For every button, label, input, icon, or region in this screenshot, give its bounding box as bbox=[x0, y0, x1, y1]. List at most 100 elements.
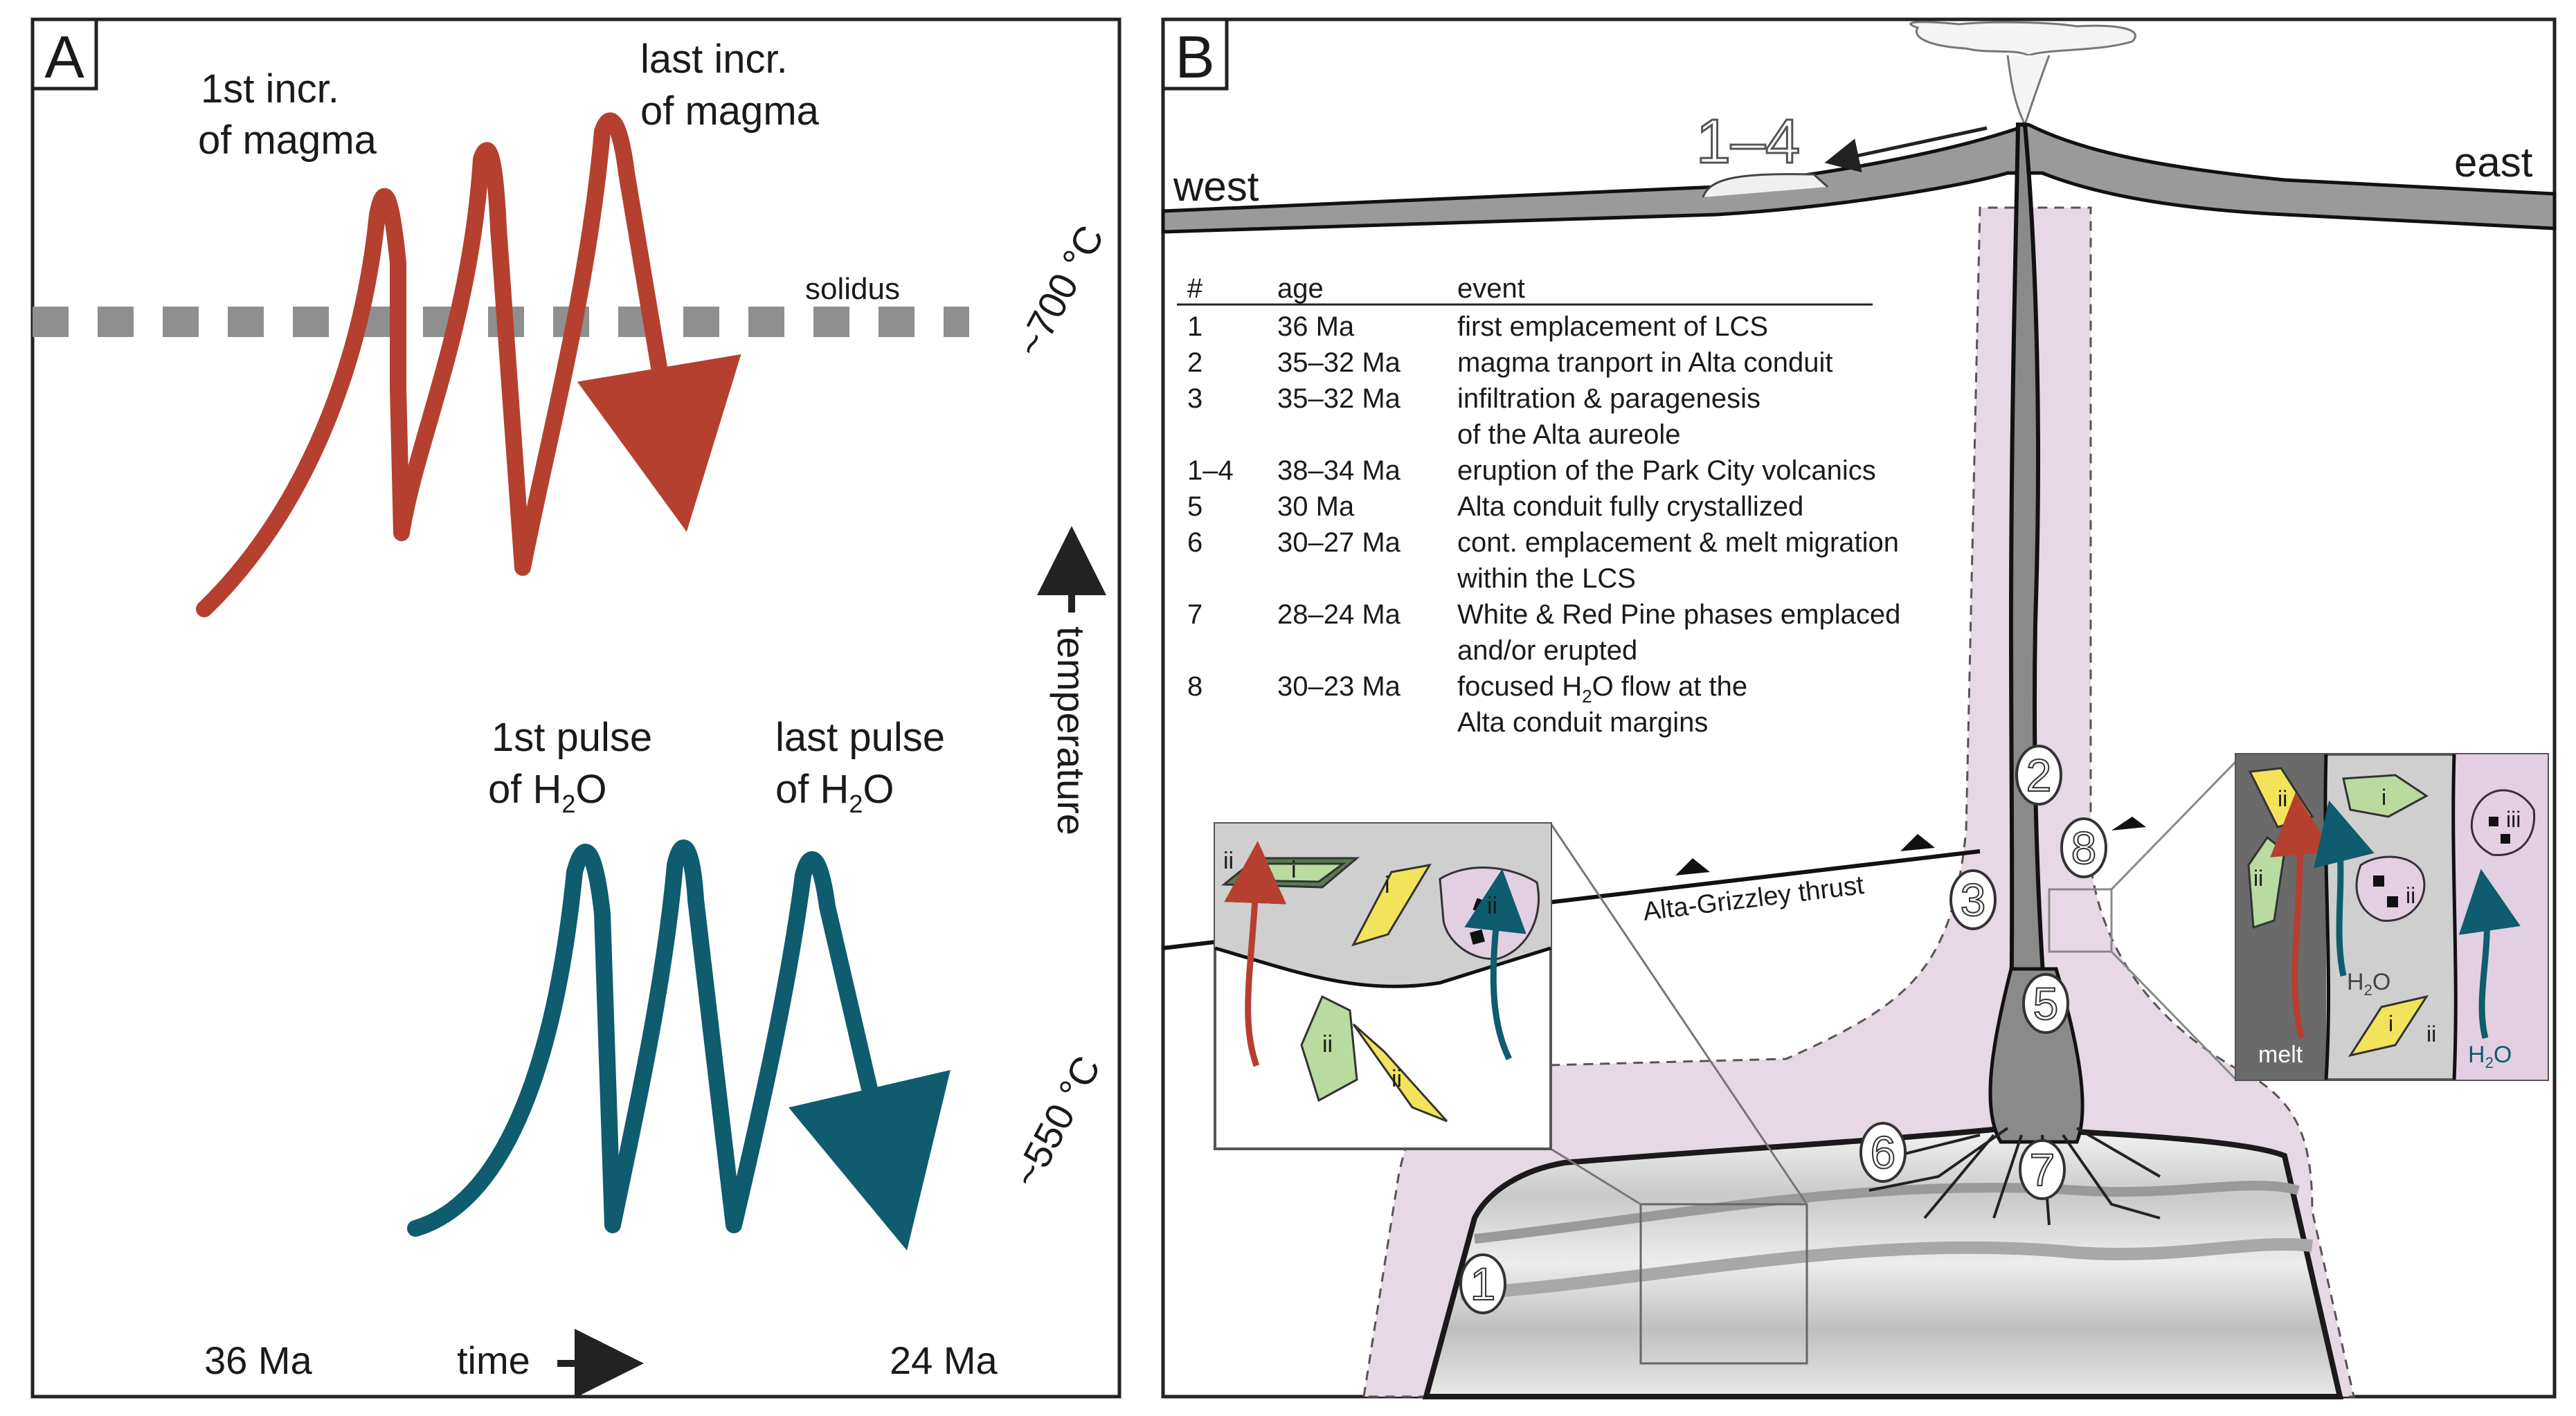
panel-b-letter-box bbox=[1161, 17, 1229, 91]
h2o-first-label-2: of H2O bbox=[488, 767, 607, 818]
table-row: 1 36 Ma first emplacement of LCS bbox=[1187, 311, 1768, 342]
table-row: 2 35–32 Ma magma tranport in Alta condui… bbox=[1187, 347, 1833, 378]
mineral-ii-green-low bbox=[1300, 995, 1358, 1102]
table-header-event: event bbox=[1457, 273, 1525, 304]
inset-right-label-i-a: i bbox=[2381, 785, 2386, 810]
marker-5: 5 bbox=[2022, 973, 2069, 1034]
svg-text:30 Ma: 30 Ma bbox=[1277, 491, 1355, 522]
svg-text:2: 2 bbox=[1187, 347, 1203, 378]
inset-thrust-detail: ii i i ii ii ii bbox=[1214, 822, 1552, 1150]
opaque-grain-r2 bbox=[2387, 896, 2398, 907]
inset-right-label-ii-b: ii bbox=[2253, 866, 2263, 891]
inset-left-label-ii-a: ii bbox=[1223, 848, 1234, 874]
panel-a-letter-box bbox=[30, 17, 98, 91]
table-row: 1–4 38–34 Ma eruption of the Park City v… bbox=[1187, 455, 1876, 486]
svg-text:8: 8 bbox=[2071, 822, 2097, 873]
west-label: west bbox=[1173, 163, 1259, 210]
opaque-grain-r1 bbox=[2373, 875, 2384, 887]
magma-first-label: 1st incr. of magma bbox=[198, 66, 377, 163]
inset-left-label-i-a: i bbox=[1291, 857, 1297, 883]
water-arrow-right bbox=[2458, 869, 2521, 1040]
svg-text:7: 7 bbox=[2030, 1144, 2055, 1195]
melt-arrow-right bbox=[2270, 792, 2332, 1040]
zoom-box-lcs bbox=[1639, 1203, 1808, 1365]
svg-text:1–4: 1–4 bbox=[1187, 455, 1234, 486]
melt-arrow-left bbox=[1224, 841, 1287, 1067]
panel-a-letter: A bbox=[44, 24, 84, 91]
eruption-marker: 1–4 bbox=[1696, 107, 1800, 176]
table-row: 6 30–27 Ma cont. emplacement & melt migr… bbox=[1187, 527, 1899, 594]
inset-right-label-ii-c: ii bbox=[2406, 883, 2415, 908]
east-label: east bbox=[2454, 139, 2533, 185]
marker-6: 6 bbox=[1859, 1122, 1907, 1183]
tuff-deposit bbox=[1702, 173, 1829, 198]
svg-text:focused H2O flow at the: focused H2O flow at the bbox=[1457, 671, 1747, 707]
table-row: 3 35–32 Ma infiltration & paragenesis of… bbox=[1187, 383, 1760, 450]
zoom-box-conduit bbox=[2048, 888, 2113, 953]
svg-text:magma tranport in Alta conduit: magma tranport in Alta conduit bbox=[1457, 347, 1833, 378]
svg-text:5: 5 bbox=[2033, 978, 2059, 1029]
svg-text:5: 5 bbox=[1187, 491, 1203, 522]
inset-left-label-ii-b: ii bbox=[1487, 893, 1497, 919]
zoom-line-4 bbox=[2110, 950, 2237, 1081]
water-pulse-curve bbox=[407, 839, 951, 1251]
h2o-last-label-2: of H2O bbox=[775, 767, 894, 818]
water-arrow-left bbox=[1464, 869, 1526, 1061]
mineral-ii-yellow-low bbox=[1352, 1023, 1448, 1123]
svg-text:White & Red Pine phases emplac: White & Red Pine phases emplaced bbox=[1457, 599, 1900, 630]
svg-text:35–32 Ma: 35–32 Ma bbox=[1277, 347, 1401, 378]
opaque-grain-r3 bbox=[2489, 817, 2498, 826]
svg-text:of the Alta aureole: of the Alta aureole bbox=[1457, 419, 1680, 450]
svg-text:28–24 Ma: 28–24 Ma bbox=[1277, 599, 1401, 630]
h2o-first-label: 1st pulse bbox=[492, 715, 652, 760]
svg-text:Alta conduit fully crystallize: Alta conduit fully crystallized bbox=[1457, 491, 1803, 522]
inset-left-label-i-b: i bbox=[1385, 872, 1390, 898]
marker-8: 8 bbox=[2060, 817, 2107, 878]
opaque-grain-r4 bbox=[2501, 834, 2510, 844]
mineral-i-yellow bbox=[1351, 863, 1432, 947]
svg-text:Alta conduit margins: Alta conduit margins bbox=[1457, 707, 1708, 738]
magma-last-label: last incr. of magma bbox=[640, 37, 820, 134]
panel-a: A solidus 1st incr. of magma last incr. … bbox=[30, 17, 1122, 1399]
table-header-num: # bbox=[1187, 273, 1203, 304]
svg-text:6: 6 bbox=[1187, 527, 1203, 558]
inset-right-label-iii: iii bbox=[2506, 807, 2521, 832]
svg-text:35–32 Ma: 35–32 Ma bbox=[1277, 383, 1401, 414]
inset-right-label-i-b: i bbox=[2388, 1011, 2393, 1036]
event-table: # age event 1 36 Ma first emplacement of… bbox=[1177, 273, 1900, 738]
svg-text:and/or erupted: and/or erupted bbox=[1457, 635, 1637, 666]
h2o-last-label: last pulse bbox=[775, 715, 945, 760]
svg-text:eruption of the Park City volc: eruption of the Park City volcanics bbox=[1457, 455, 1876, 486]
svg-text:1: 1 bbox=[1470, 1258, 1496, 1309]
inset-left-label-ii-d: ii bbox=[1391, 1066, 1402, 1092]
eruption-arrow bbox=[1824, 126, 1988, 173]
svg-text:3: 3 bbox=[1961, 874, 1986, 925]
mineral-i-yellow-r bbox=[2348, 995, 2429, 1058]
thrust-tooth-3 bbox=[2111, 817, 2146, 830]
svg-text:36 Ma: 36 Ma bbox=[1277, 311, 1355, 342]
time-start-label: 36 Ma bbox=[204, 1338, 312, 1382]
svg-text:cont. emplacement & melt migra: cont. emplacement & melt migration bbox=[1457, 527, 1899, 558]
inset-right-melt-label: melt bbox=[2258, 1042, 2303, 1068]
event-markers: 1 2 3 5 6 7 8 bbox=[1459, 745, 2107, 1314]
inset-right-h2o-right: H2O bbox=[2468, 1042, 2512, 1071]
zoom-line-1 bbox=[1550, 1147, 1641, 1206]
inset-right-label-ii-d: ii bbox=[2426, 1022, 2436, 1046]
mineral-ii-pink-r bbox=[2355, 855, 2426, 922]
mineral-ii-green-r bbox=[2247, 835, 2286, 929]
marker-3: 3 bbox=[1949, 869, 1997, 930]
inset-left-label-ii-c: ii bbox=[1322, 1031, 1333, 1058]
marker-7: 7 bbox=[2019, 1139, 2066, 1200]
table-row: 5 30 Ma Alta conduit fully crystallized bbox=[1187, 491, 1803, 522]
zoom-line-2 bbox=[1549, 823, 1808, 1205]
svg-text:30–23 Ma: 30–23 Ma bbox=[1277, 671, 1401, 702]
panel-b: Alta-Grizzley thrust B west east 1–4 # a… bbox=[1161, 17, 2557, 1399]
svg-text:8: 8 bbox=[1187, 671, 1203, 702]
time-axis-label: time bbox=[457, 1338, 530, 1382]
solidus-label: solidus bbox=[805, 272, 900, 306]
water-arrow-mid bbox=[2314, 800, 2375, 977]
lcs-band-2 bbox=[1460, 1237, 2313, 1300]
panel-a-frame bbox=[30, 17, 1122, 1399]
panel-b-letter: B bbox=[1175, 24, 1214, 91]
